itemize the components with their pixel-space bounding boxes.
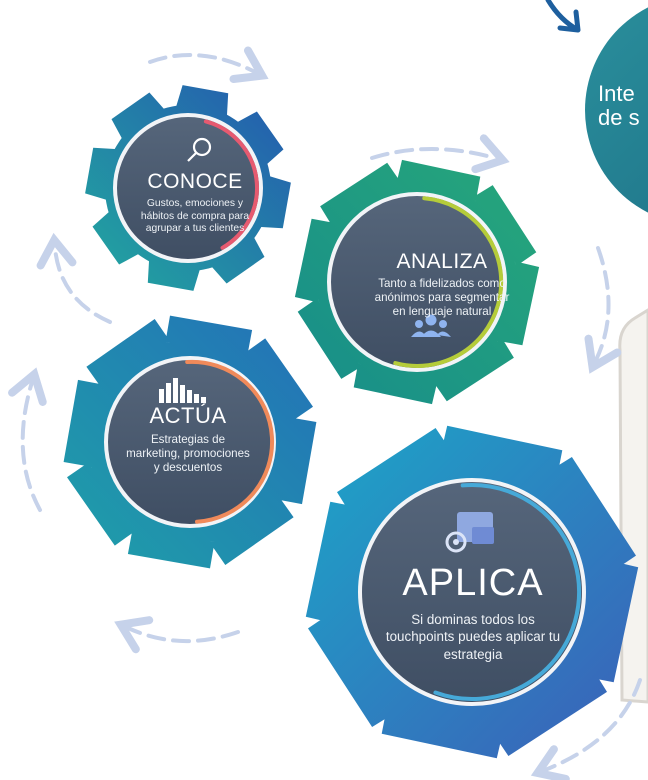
aplica-label-group: APLICA Si dominas todos los touchpoints … [378,562,568,663]
gear-conoce [85,85,291,291]
side-panel-line-1: Inte [598,81,635,106]
analiza-title: ANALIZA [396,250,488,273]
arrow-conoce-left [36,232,112,324]
gear-analiza [294,159,540,405]
aplica-title: APLICA [402,562,544,604]
aplica-progress-ring [433,482,582,701]
aplica-description: Si dominas todos los touchpoints puedes … [385,612,561,662]
actua-description: Estrategias de marketing, promociones y … [126,433,250,475]
top-arrow-icon [545,0,581,33]
conoce-description: Gustos, emociones y hábitos de compra pa… [140,198,250,235]
arrow-conoce-top [148,46,269,84]
arrow-analiza-right [584,246,622,374]
conoce-label-group: CONOCE Gustos, emociones y hábitos de co… [130,170,260,236]
arrow-aplica-bottom [530,678,642,780]
conoce-progress-ring [203,119,259,250]
analiza-label-group: ANALIZA Tanto a fidelizados como anónimo… [372,250,512,319]
side-panel-line-2: de s [598,105,640,131]
actua-label-group: ACTÚA Estrategias de marketing, promocio… [123,403,253,475]
info-panel-circle [585,7,648,213]
magnifier-icon [187,137,212,162]
conoce-title: CONOCE [147,170,243,193]
arrow-actua-left [8,367,47,512]
analiza-description: Tanto a fidelizados como anónimos para s… [374,277,510,319]
people-icon [411,314,451,337]
arrow-analiza-top [370,134,510,174]
gear-aplica [305,425,639,759]
bar-chart-icon [159,378,206,403]
arrow-actua-bottom [114,616,240,654]
analiza-progress-ring [393,196,504,368]
phone-edge [618,308,648,704]
side-panel-text: Inte de s [598,81,640,131]
puzzle-gear-icon [445,512,494,553]
gear-actua [63,315,317,569]
actua-title: ACTÚA [149,403,227,428]
actua-progress-ring [185,359,275,524]
